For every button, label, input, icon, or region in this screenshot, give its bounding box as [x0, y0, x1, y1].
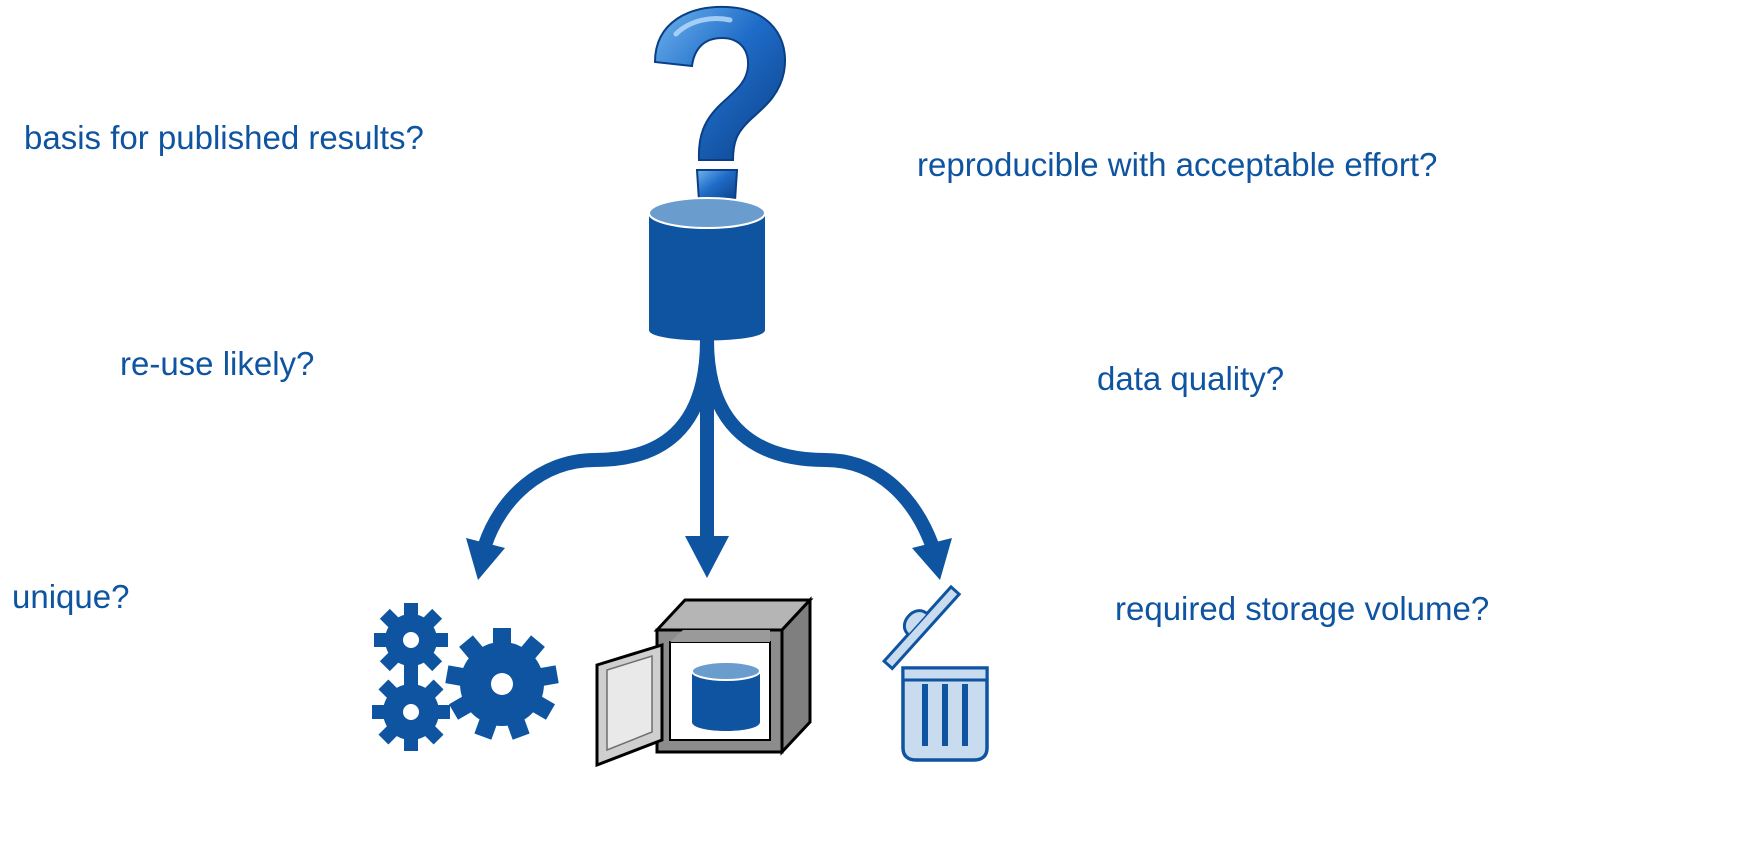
branch-arrows	[478, 339, 939, 548]
arrow-head-center	[685, 536, 729, 578]
arrow-head-left	[466, 538, 505, 580]
arrow-head-right	[912, 538, 952, 580]
question-reproducible: reproducible with acceptable effort?	[917, 146, 1438, 183]
question-mark-icon	[653, 5, 786, 202]
question-required-storage-volume: required storage volume?	[1115, 590, 1490, 627]
safe-with-database-icon	[595, 596, 814, 768]
gears-icon	[372, 603, 559, 751]
question-unique: unique?	[12, 578, 130, 615]
question-data-quality: data quality?	[1097, 360, 1285, 397]
question-reuse-likely: re-use likely?	[120, 345, 315, 382]
question-basis-for-published-results: basis for published results?	[24, 119, 424, 156]
arrow-right-curve	[700, 339, 939, 548]
trash-can-icon	[881, 584, 989, 762]
arrow-left-curve	[478, 339, 714, 548]
database-icon	[648, 197, 766, 341]
